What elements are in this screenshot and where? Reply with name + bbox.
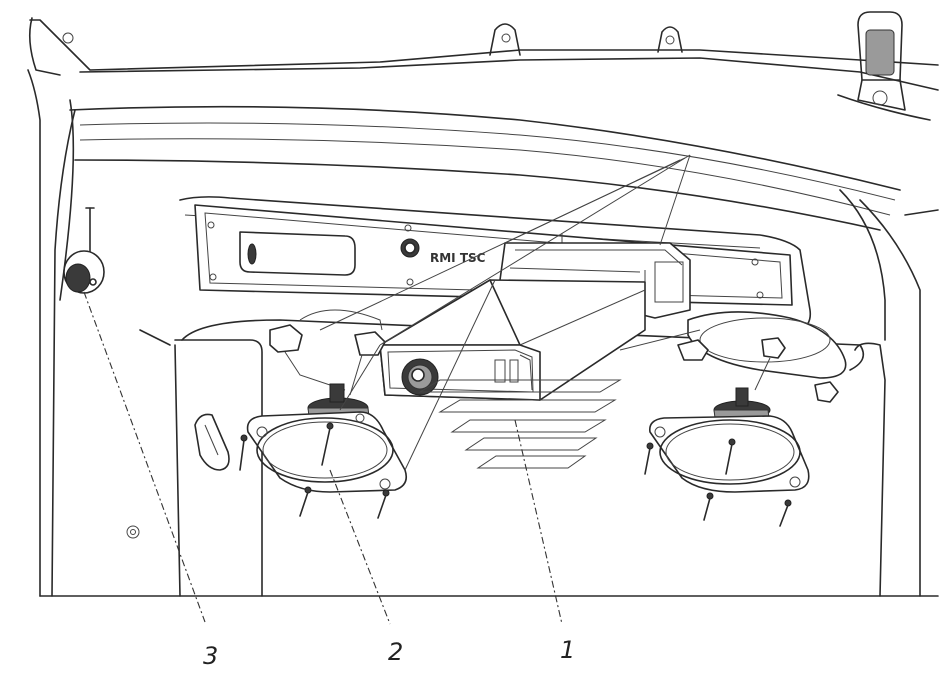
hatched-plate	[418, 379, 622, 469]
screw	[779, 499, 792, 527]
screw	[644, 442, 654, 475]
wiring-lines	[319, 154, 701, 471]
callout-1: 1	[560, 636, 575, 664]
screw	[299, 486, 312, 517]
callout-2: 2	[388, 638, 403, 666]
screw	[725, 438, 736, 475]
radio-unit	[379, 242, 691, 401]
side-clip	[194, 413, 230, 471]
cabin-panel	[27, 11, 939, 597]
callout-3: 3	[203, 642, 218, 670]
left-speaker	[239, 309, 408, 519]
screw	[321, 422, 334, 466]
leader-lines	[83, 291, 563, 625]
screw	[239, 434, 248, 471]
panel-brand-text: RMI TSC	[430, 251, 486, 265]
antenna	[63, 207, 105, 294]
screw	[703, 492, 714, 521]
screw	[377, 489, 390, 519]
right-speaker	[644, 311, 847, 527]
